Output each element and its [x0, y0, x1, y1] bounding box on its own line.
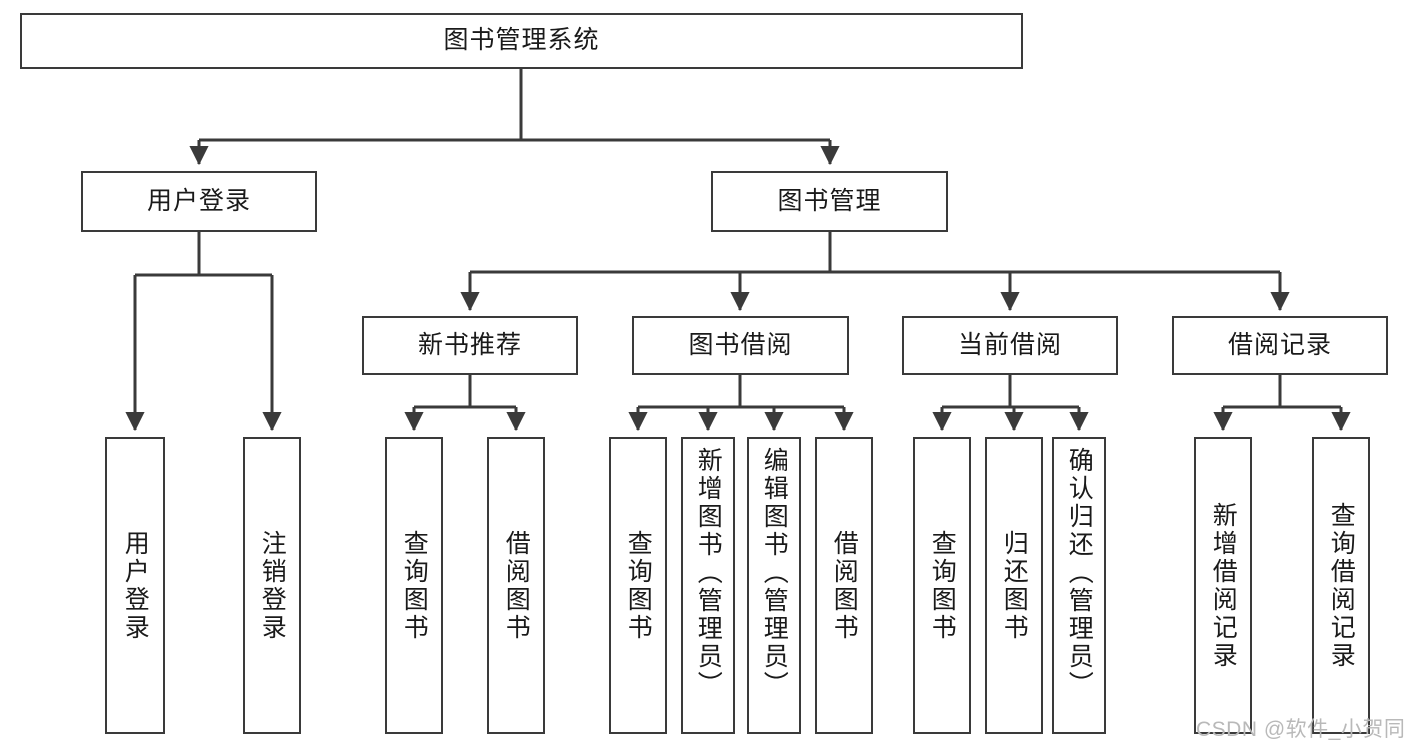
node-leaf-borrow-book-recommend[interactable]: 借阅图书	[487, 437, 545, 734]
csdn-watermark: CSDN @软件_小贺同学	[1196, 718, 1405, 741]
node-book-borrow-label: 图书借阅	[688, 330, 793, 359]
node-user-login[interactable]: 用户登录	[81, 171, 317, 232]
node-book-borrow[interactable]: 图书借阅	[632, 316, 849, 375]
node-leaf-query-book-current[interactable]: 查询图书	[913, 437, 971, 734]
node-leaf-return-book[interactable]: 归还图书	[985, 437, 1043, 734]
node-current-borrow-label: 当前借阅	[957, 330, 1062, 359]
node-leaf-edit-book-admin-label: 编辑图书（管理员）	[760, 447, 789, 699]
node-leaf-query-book-recommend-label: 查询图书	[400, 529, 429, 642]
node-borrow-record-label: 借阅记录	[1227, 330, 1332, 359]
node-leaf-confirm-return-admin-label: 确认归还（管理员）	[1065, 447, 1094, 699]
node-leaf-query-book-recommend[interactable]: 查询图书	[385, 437, 443, 734]
node-leaf-add-book-admin[interactable]: 新增图书（管理员）	[681, 437, 735, 734]
node-book-manage[interactable]: 图书管理	[711, 171, 948, 232]
node-user-login-label: 用户登录	[146, 186, 251, 215]
node-leaf-add-borrow-record[interactable]: 新增借阅记录	[1194, 437, 1252, 734]
node-new-book-recommend-label: 新书推荐	[417, 330, 522, 359]
node-borrow-record[interactable]: 借阅记录	[1172, 316, 1388, 375]
node-root-label: 图书管理系统	[443, 26, 600, 55]
node-leaf-user-login-label: 用户登录	[121, 529, 150, 642]
node-leaf-borrow-book-recommend-label: 借阅图书	[502, 529, 531, 642]
node-leaf-query-book-borrow-label: 查询图书	[624, 529, 653, 642]
node-new-book-recommend[interactable]: 新书推荐	[362, 316, 578, 375]
node-leaf-confirm-return-admin[interactable]: 确认归还（管理员）	[1052, 437, 1106, 734]
node-leaf-user-login[interactable]: 用户登录	[105, 437, 165, 734]
node-leaf-query-borrow-record[interactable]: 查询借阅记录	[1312, 437, 1370, 734]
node-leaf-query-book-borrow[interactable]: 查询图书	[609, 437, 667, 734]
node-root[interactable]: 图书管理系统	[20, 13, 1023, 69]
node-leaf-return-book-label: 归还图书	[1000, 529, 1029, 642]
node-leaf-add-book-admin-label: 新增图书（管理员）	[694, 447, 723, 699]
node-leaf-user-logout-label: 注销登录	[258, 529, 287, 642]
node-leaf-borrow-book[interactable]: 借阅图书	[815, 437, 873, 734]
node-leaf-user-logout[interactable]: 注销登录	[243, 437, 301, 734]
node-current-borrow[interactable]: 当前借阅	[902, 316, 1118, 375]
node-leaf-add-borrow-record-label: 新增借阅记录	[1209, 501, 1238, 670]
node-book-manage-label: 图书管理	[777, 186, 882, 215]
node-leaf-query-book-current-label: 查询图书	[928, 529, 957, 642]
node-leaf-borrow-book-label: 借阅图书	[830, 529, 859, 642]
node-leaf-edit-book-admin[interactable]: 编辑图书（管理员）	[747, 437, 801, 734]
node-leaf-query-borrow-record-label: 查询借阅记录	[1327, 501, 1356, 670]
